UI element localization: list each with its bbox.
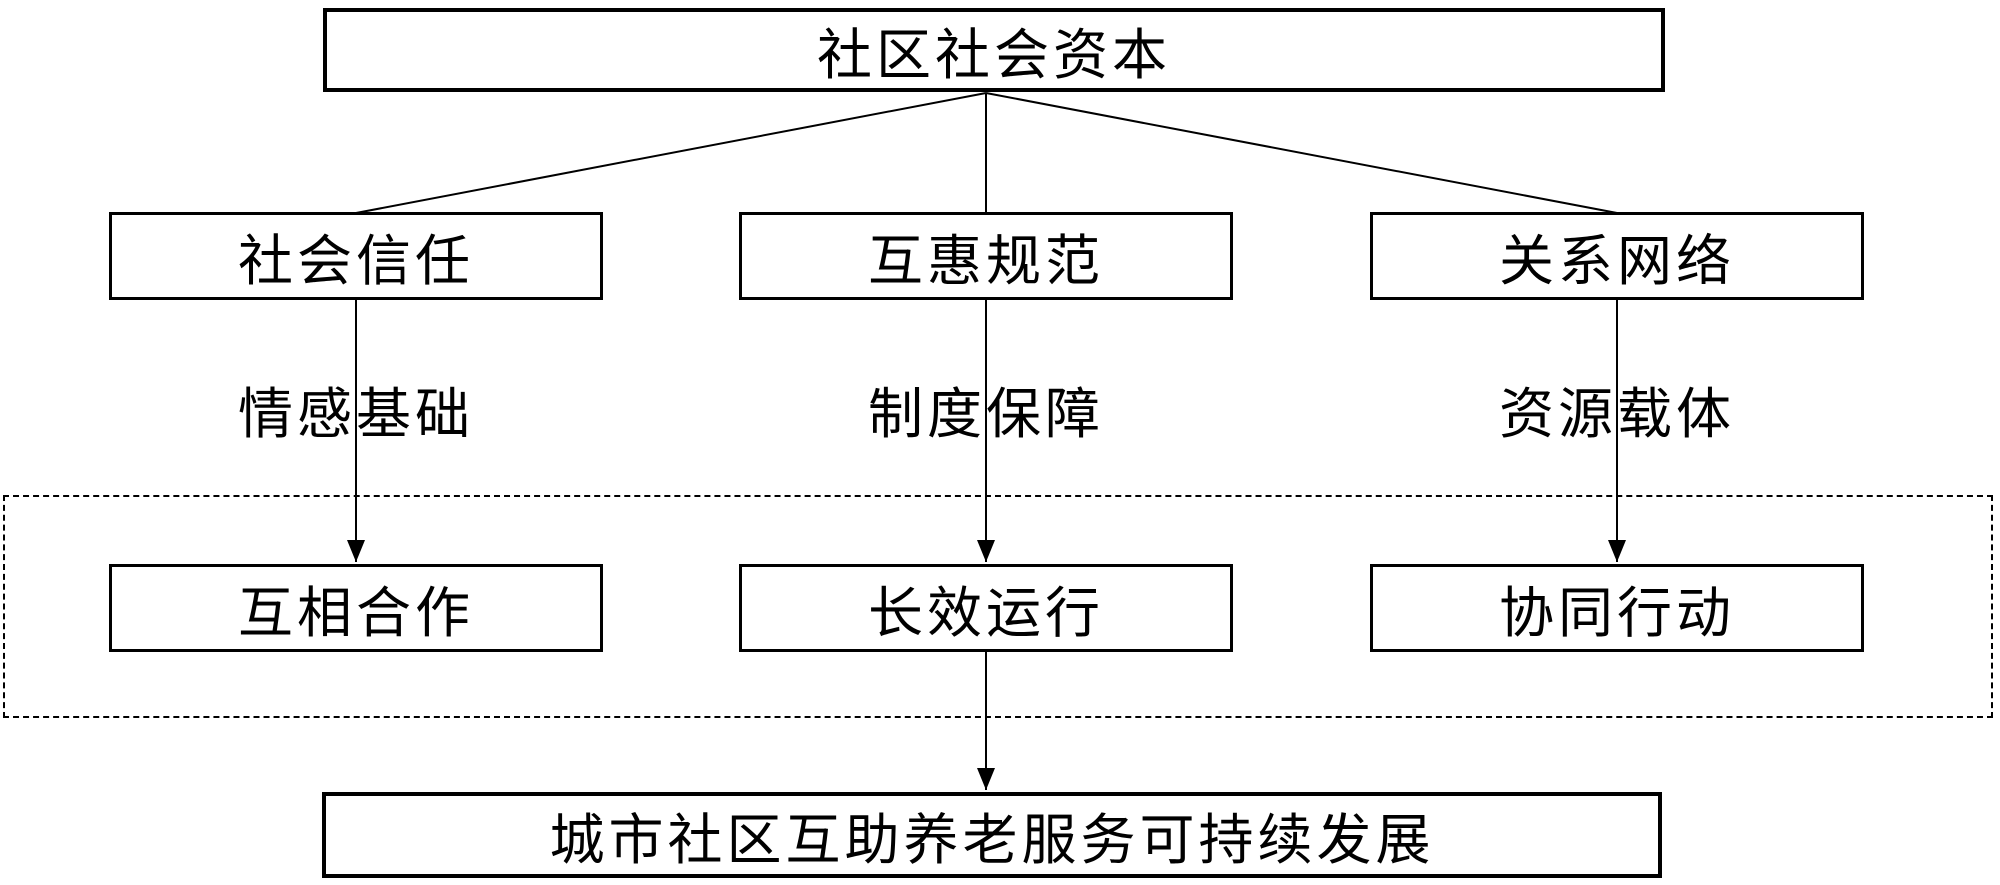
node-sustainable-development-goal: 城市社区互助养老服务可持续发展 [322,792,1662,878]
mechanism-label-emotional-foundation: 情感基础 [237,383,474,445]
node-community-social-capital: 社区社会资本 [323,8,1665,92]
edge-root-to-social-trust [355,92,987,214]
node-mutual-cooperation: 互相合作 [109,564,603,652]
node-long-term-operation: 长效运行 [739,564,1233,652]
node-relationship-network-label: 关系网络 [1498,230,1735,292]
mechanism-label-institutional-guarantee: 制度保障 [867,383,1104,445]
node-reciprocity-norms-label: 互惠规范 [867,230,1104,292]
node-community-social-capital-label: 社区社会资本 [816,24,1171,86]
node-sustainable-development-goal-label: 城市社区互助养老服务可持续发展 [549,809,1435,871]
mechanism-label-resource-carrier: 资源载体 [1498,383,1735,445]
node-collaborative-action: 协同行动 [1370,564,1864,652]
edge-root-to-relationship-network [985,92,1618,214]
node-mutual-cooperation-label: 互相合作 [237,582,474,644]
node-collaborative-action-label: 协同行动 [1498,582,1735,644]
outcome-group-frame [3,495,1993,718]
node-long-term-operation-label: 长效运行 [867,582,1104,644]
node-social-trust-label: 社会信任 [237,230,474,292]
node-social-trust: 社会信任 [109,212,603,300]
node-reciprocity-norms: 互惠规范 [739,212,1233,300]
node-relationship-network: 关系网络 [1370,212,1864,300]
